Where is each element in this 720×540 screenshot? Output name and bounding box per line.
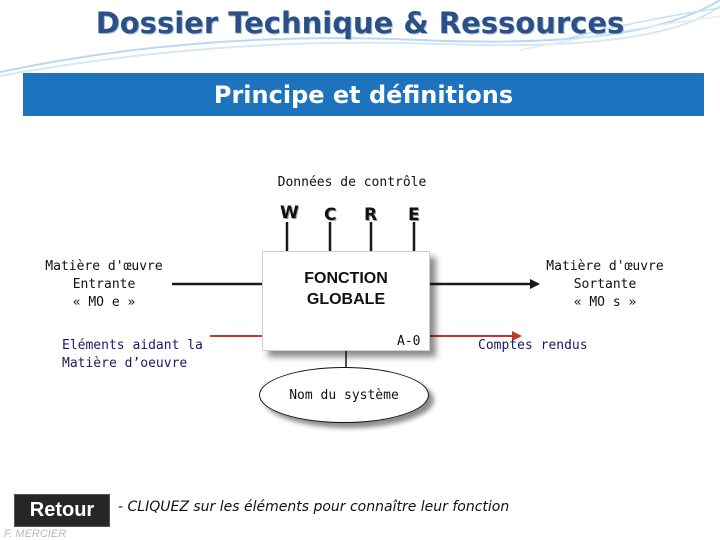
function-label-line1: FONCTION: [304, 270, 388, 287]
output-label[interactable]: Matière d'œuvre Sortante « MO s »: [527, 258, 683, 312]
output-label-line3: « MO s »: [573, 295, 637, 310]
input-label-line2: Entrante: [72, 277, 136, 292]
subtitle-banner: Principe et définitions: [23, 73, 704, 116]
control-label-w[interactable]: W: [280, 203, 299, 223]
system-name-ellipse[interactable]: Nom du système: [259, 367, 429, 423]
input-label[interactable]: Matière d'œuvre Entrante « MO e »: [26, 258, 182, 312]
control-label-c[interactable]: C: [324, 205, 337, 225]
aid-label[interactable]: Eléments aidant la Matière d’oeuvre: [62, 337, 203, 373]
function-code: A-0: [397, 334, 421, 349]
back-button[interactable]: Retour: [14, 494, 110, 527]
input-label-line3: « MO e »: [72, 295, 136, 310]
control-label-r[interactable]: R: [364, 205, 378, 225]
instruction-text: - CLIQUEZ sur les éléments pour connaîtr…: [118, 499, 510, 515]
page-title: Dossier Technique & Ressources: [95, 6, 625, 40]
author-credit: F. MERCIER: [4, 528, 67, 540]
function-box[interactable]: [262, 251, 430, 351]
function-label-line2: GLOBALE: [306, 291, 386, 308]
control-data-title[interactable]: Données de contrôle: [277, 175, 427, 190]
output-label-line1: Matière d'œuvre: [546, 259, 664, 274]
function-label: FONCTION GLOBALE: [262, 268, 430, 310]
aid-label-line2: Matière d’oeuvre: [62, 356, 188, 371]
input-label-line1: Matière d'œuvre: [45, 259, 163, 274]
control-label-e[interactable]: E: [408, 205, 420, 225]
output-label-line2: Sortante: [573, 277, 637, 292]
header-swoosh-decoration: [0, 0, 720, 77]
aid-label-line1: Eléments aidant la: [62, 338, 203, 353]
reports-label[interactable]: Comptes rendus: [478, 338, 588, 353]
